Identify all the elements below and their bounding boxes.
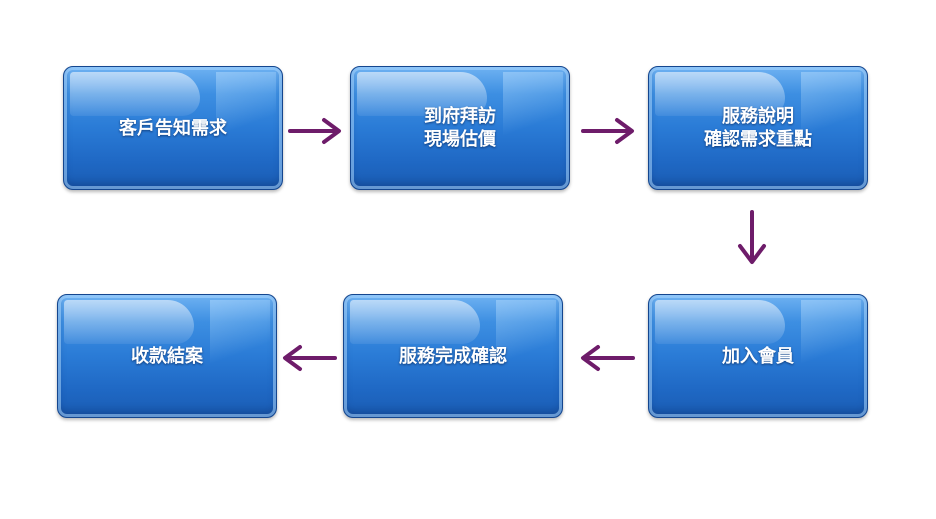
step-5-label: 服務完成確認: [399, 345, 507, 367]
arrow-right-icon: [581, 116, 637, 146]
step-6-label: 收款結案: [131, 345, 203, 367]
step-3-box: 服務說明 確認需求重點: [648, 66, 868, 190]
step-6-box: 收款結案: [57, 294, 277, 418]
arrow-left-icon: [578, 343, 636, 373]
step-1-box: 客戶告知需求: [63, 66, 283, 190]
step-5-box: 服務完成確認: [343, 294, 563, 418]
arrow-right-icon: [288, 116, 344, 146]
arrow-left-icon: [280, 343, 338, 373]
step-1-label: 客戶告知需求: [119, 117, 227, 139]
arrow-down-icon: [735, 210, 769, 266]
step-3-label: 服務說明 確認需求重點: [704, 106, 812, 150]
step-4-box: 加入會員: [648, 294, 868, 418]
step-2-label: 到府拜訪 現場估價: [424, 106, 496, 150]
step-4-label: 加入會員: [722, 345, 794, 367]
step-2-box: 到府拜訪 現場估價: [350, 66, 570, 190]
